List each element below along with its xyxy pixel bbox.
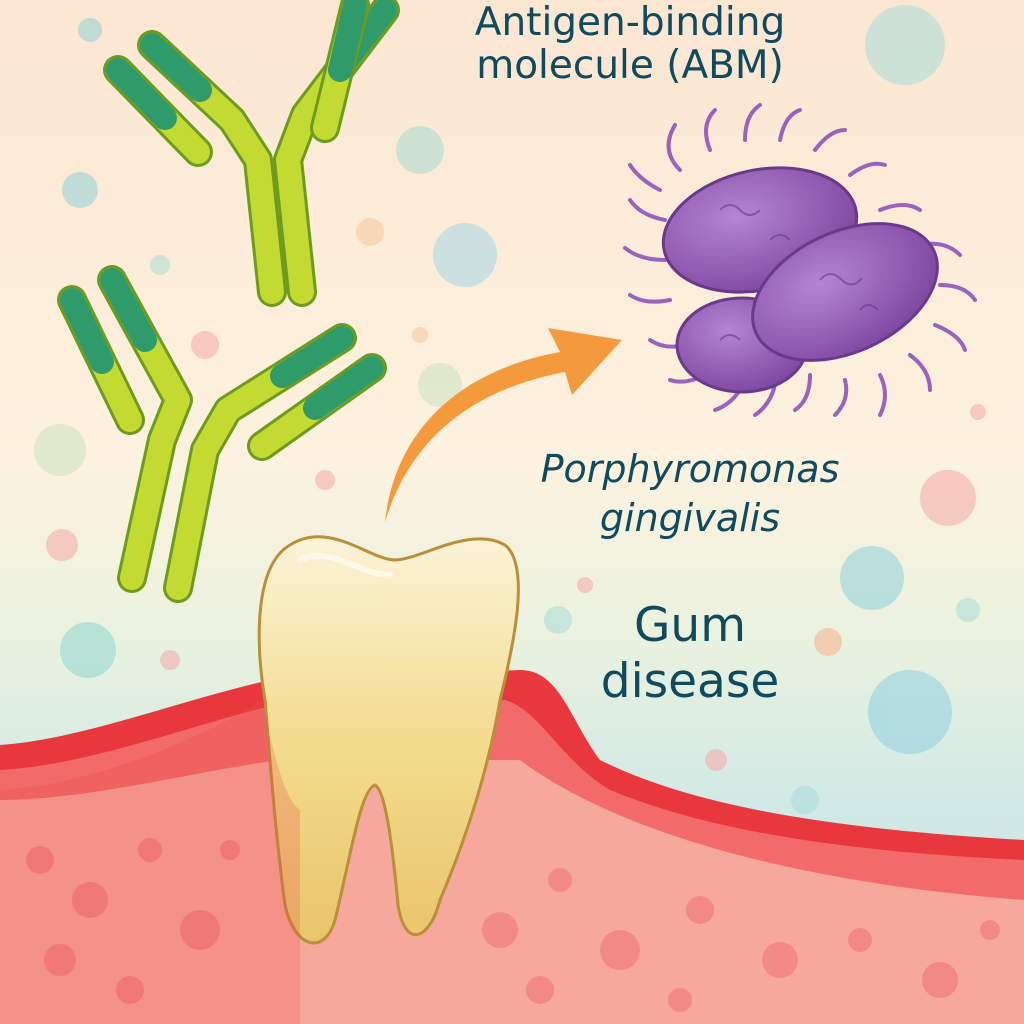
label-antigen-binding-molecule: Antigen-binding molecule (ABM) — [430, 0, 830, 88]
label-gum-disease: Gum disease — [560, 598, 820, 711]
gum-tissue — [0, 670, 1024, 1024]
disease-line2: disease — [600, 654, 780, 710]
arrow-icon — [385, 328, 622, 522]
abm-line1: Antigen-binding — [474, 0, 786, 45]
abm-line2: molecule (ABM) — [476, 42, 784, 88]
antibody-bottom — [57, 265, 387, 603]
antibody-top — [103, 0, 400, 307]
bacteria-porphyromonas — [623, 103, 977, 417]
background-bubbles — [34, 5, 986, 814]
gum-front — [0, 700, 300, 1024]
bacteria-line1: Porphyromonas — [540, 447, 840, 491]
bacteria-line2: gingivalis — [599, 496, 781, 541]
tooth — [257, 535, 520, 945]
flagella — [623, 103, 977, 417]
disease-line1: Gum — [634, 598, 746, 653]
label-porphyromonas-gingivalis: Porphyromonas gingivalis — [490, 445, 890, 544]
